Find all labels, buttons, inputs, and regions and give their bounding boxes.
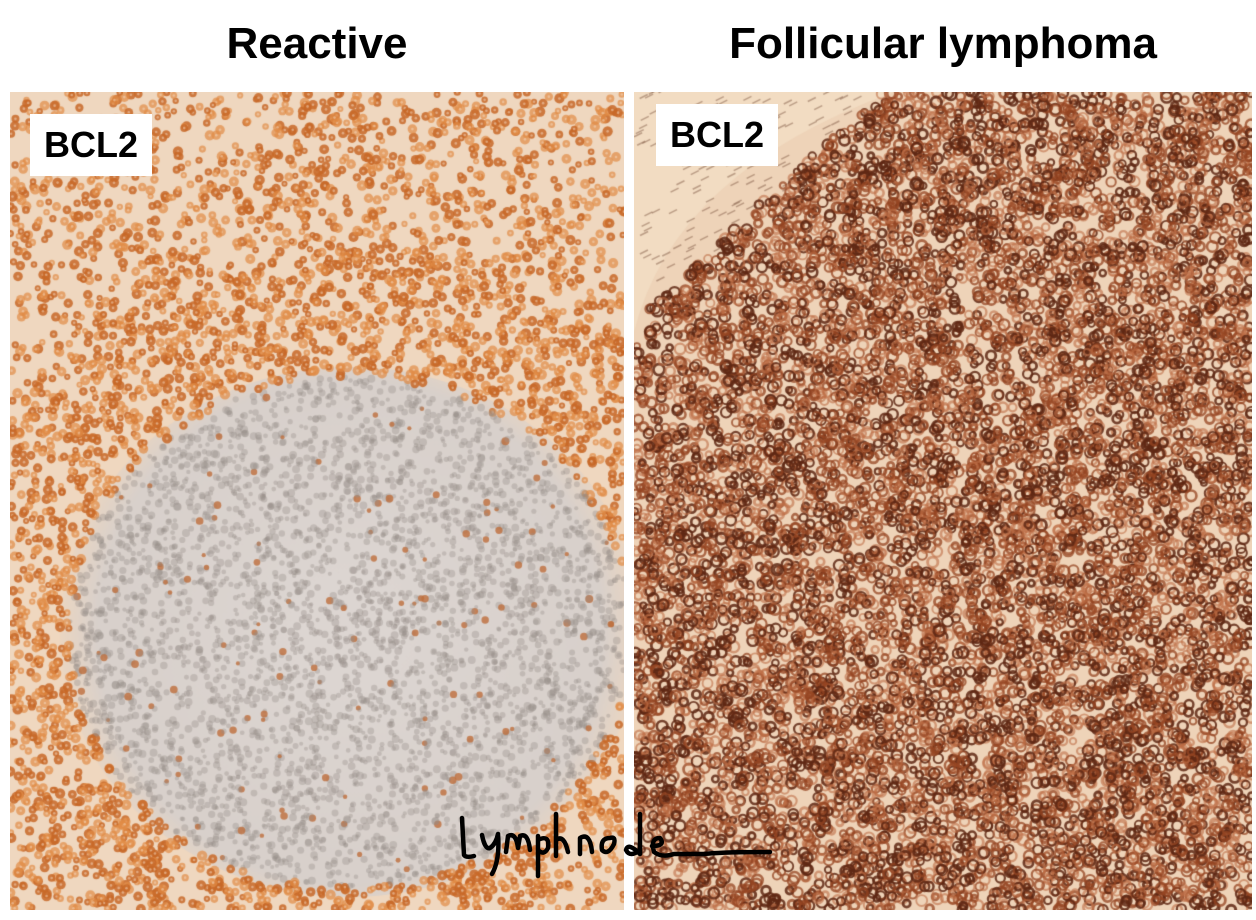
handwritten-annotation <box>459 811 773 879</box>
reactive-tissue-image <box>10 92 624 910</box>
follicular-lymphoma-tissue-image <box>634 92 1252 910</box>
stain-label-right: BCL2 <box>656 104 779 166</box>
reactive-bcl2-micrograph: BCL2 <box>10 92 624 910</box>
reactive-title: Reactive <box>226 19 408 68</box>
follicular-lymphoma-bcl2-micrograph: BCL2 <box>634 92 1252 910</box>
follicular-lymphoma-title: Follicular lymphoma <box>729 19 1157 68</box>
handwritten-lymphnode-stroke <box>459 811 773 879</box>
stain-label-left: BCL2 <box>30 114 153 176</box>
